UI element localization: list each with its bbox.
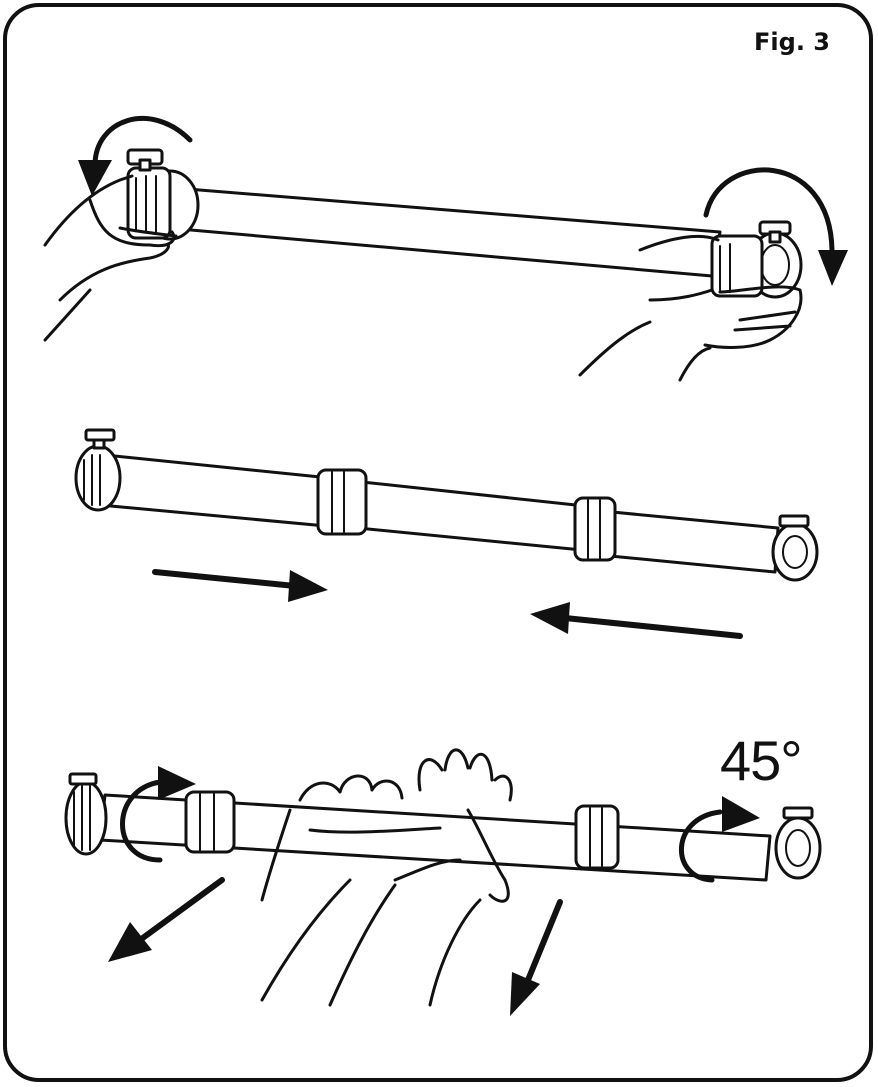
rod-joint [316, 468, 368, 536]
direction-arrow-icon [530, 602, 743, 639]
direction-arrow-icon [152, 569, 328, 602]
step-3-rotate-and-pull [64, 748, 822, 1016]
direction-arrow-icon [108, 877, 225, 962]
rotate-arrow-icon [120, 766, 196, 863]
hand-icon [260, 774, 442, 1007]
rotation-angle-label: 45° [720, 729, 803, 792]
step-1-twist-ends [43, 115, 848, 382]
end-cap-icon [64, 772, 108, 856]
rod-body [98, 453, 332, 528]
rod-joint [574, 804, 620, 870]
rod-joint [184, 790, 236, 854]
end-cap-icon [774, 806, 822, 880]
hand-icon [393, 748, 513, 1007]
rotate-arrow-icon [703, 167, 848, 286]
end-cap-icon [710, 220, 803, 299]
rotate-arrow-icon [678, 796, 760, 883]
rotate-arrow-icon [78, 115, 193, 196]
figure-label: Fig. 3 [754, 28, 830, 56]
rod-body [356, 480, 587, 552]
step-2-extend-rod [74, 428, 819, 639]
hand-icon [43, 174, 178, 342]
end-cap-icon [126, 148, 200, 241]
rod-joint [573, 496, 617, 562]
end-cap-icon [771, 514, 819, 582]
end-cap-icon [74, 428, 122, 512]
rod-body [608, 510, 780, 574]
direction-arrow-icon [510, 899, 563, 1016]
figure-border [3, 3, 873, 1082]
hand-icon [578, 234, 803, 382]
rod-body [166, 186, 722, 278]
